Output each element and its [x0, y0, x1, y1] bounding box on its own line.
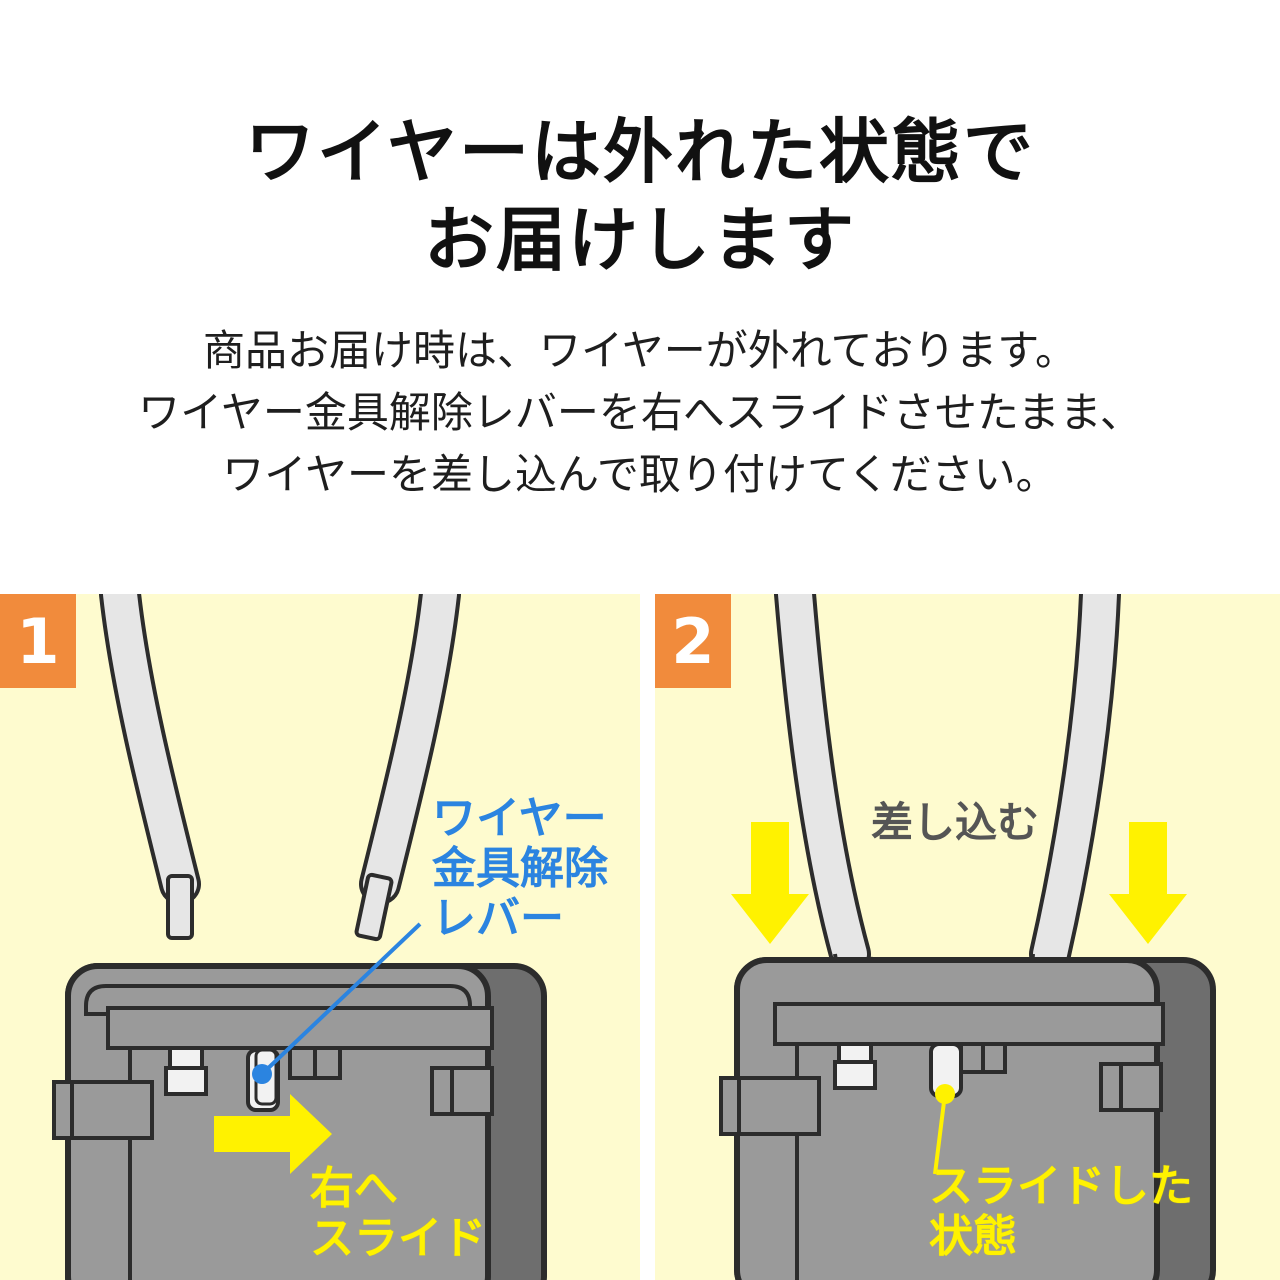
insert-arrow-left-icon [731, 822, 809, 944]
wire-right [354, 594, 461, 942]
step-1-badge: 1 [0, 594, 76, 688]
state-label-line-1: スライドした [929, 1161, 1193, 1212]
slide-right-label: 右へ スライド [310, 1164, 486, 1264]
lever-label-line-2: 金具解除 [432, 843, 608, 894]
state-pointer-dot [935, 1084, 955, 1104]
lever-label-line-3: レバー [432, 893, 564, 944]
page-title: ワイヤーは外れた状態で お届けします [0, 108, 1280, 284]
insert-arrow-right-icon [1109, 822, 1187, 944]
lever-label-line-1: ワイヤー [432, 793, 607, 844]
slide-state-label: スライドした 状態 [929, 1162, 1193, 1262]
state-pointer-line [933, 1093, 947, 1175]
step-2-badge: 2 [655, 594, 731, 688]
slide-right-arrow-icon [214, 1094, 332, 1174]
step-2-panel: 2 差し込む スライドした 状態 [655, 594, 1280, 1280]
callout-pointer-line [260, 922, 422, 1076]
description: 商品お届け時は、ワイヤーが外れております。 ワイヤー金具解除レバーを右へスライド… [0, 320, 1280, 506]
description-line-1: 商品お届け時は、ワイヤーが外れております。 [202, 326, 1078, 375]
slide-label-line-2: スライド [310, 1213, 486, 1264]
description-line-2: ワイヤー金具解除レバーを右へスライドさせたまま、 [138, 388, 1142, 437]
description-line-3: ワイヤーを差し込んで取り付けてください。 [222, 450, 1058, 499]
wire-left [99, 594, 201, 940]
insert-label: 差し込む [871, 798, 1040, 847]
callout-pointer-dot [252, 1064, 272, 1084]
step-1-illustration [52, 594, 547, 1280]
lever-callout: ワイヤー 金具解除 レバー [432, 794, 608, 944]
state-label-line-2: 状態 [929, 1211, 1017, 1262]
device-body [719, 957, 1216, 1280]
slide-label-line-1: 右へ [310, 1163, 398, 1214]
title-line-1: ワイヤーは外れた状態で [245, 111, 1035, 193]
step-2-illustration [719, 594, 1216, 1280]
step-1-panel: 1 ワイヤー 金具解除 レバー 右へ スライド [0, 594, 640, 1280]
title-line-2: お届けします [424, 199, 856, 281]
